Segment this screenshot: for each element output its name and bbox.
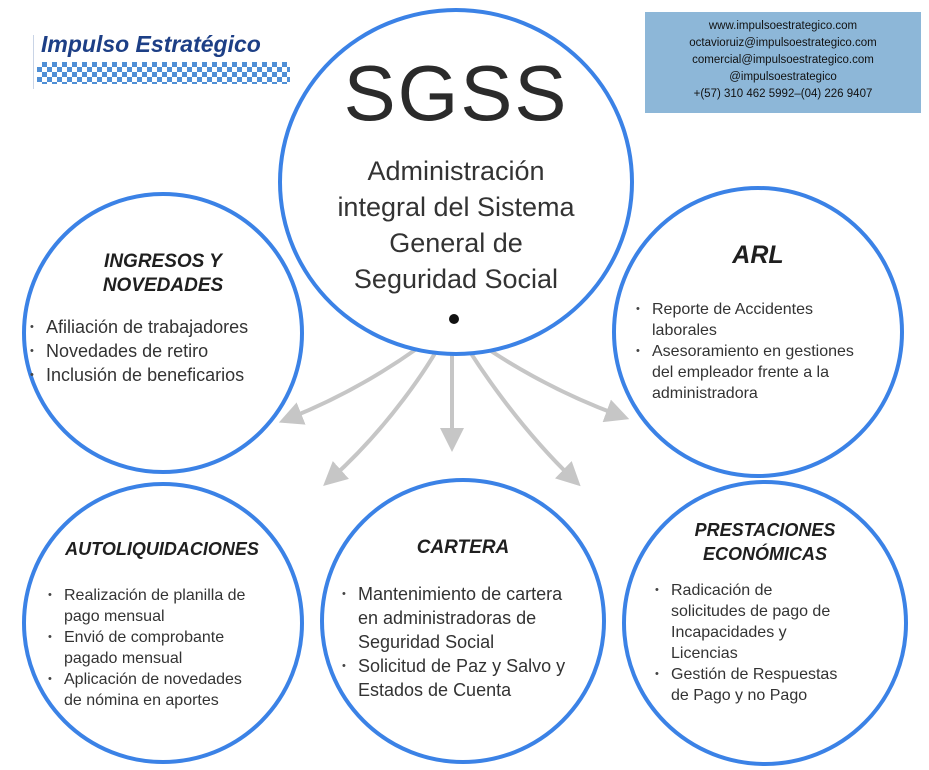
list-item-line: del empleador frente a la bbox=[652, 364, 829, 381]
hub-dot bbox=[449, 314, 459, 324]
list-item: Inclusión de beneficarios bbox=[30, 363, 298, 387]
list-item-line: Gestión de Respuestas bbox=[671, 666, 838, 683]
ingresos-list: Afiliación de trabajadores Novedades de … bbox=[30, 315, 298, 387]
logo-text: Impulso Estratégico bbox=[41, 31, 261, 57]
list-item-line: Asesoramiento en gestiones bbox=[652, 343, 854, 360]
list-item-line: Mantenimiento de cartera bbox=[358, 584, 563, 604]
autoliquidaciones-title: AUTOLIQUIDACIONES bbox=[65, 539, 259, 559]
list-item-line: Estados de Cuenta bbox=[358, 680, 512, 700]
list-item-line: administradora bbox=[652, 385, 758, 402]
center-subtitle-line: integral del Sistema bbox=[337, 192, 575, 222]
list-item-line: de nómina en aportes bbox=[64, 692, 219, 709]
contact-email-2: comercial@impulsoestrategico.com bbox=[692, 54, 874, 66]
ingresos-title-line: NOVEDADES bbox=[102, 275, 224, 296]
list-item-line: Radicación de bbox=[671, 582, 773, 599]
list-item: Radicación de solicitudes de pago de Inc… bbox=[655, 580, 891, 664]
list-item-line: Solicitud de Paz y Salvo y bbox=[358, 656, 566, 676]
list-item-line: Realización de planilla de bbox=[64, 587, 246, 604]
logo-divider bbox=[33, 35, 34, 89]
list-item-line: de Pago y no Pago bbox=[671, 687, 808, 704]
contact-website: www.impulsoestrategico.com bbox=[708, 20, 858, 32]
center-subtitle-line: General de bbox=[389, 228, 523, 258]
list-item-line: laborales bbox=[652, 322, 717, 339]
list-item: Solicitud de Paz y Salvo y Estados de Cu… bbox=[342, 654, 600, 702]
prestaciones-title-line: ECONÓMICAS bbox=[702, 544, 827, 564]
center-circle bbox=[278, 8, 634, 356]
arl-title: ARL bbox=[732, 241, 784, 269]
list-item-line: Reporte de Accidentes bbox=[652, 301, 813, 318]
list-item: Asesoramiento en gestiones del empleador… bbox=[636, 341, 898, 404]
contact-phone: +(57) 310 462 5992–(04) 226 9407 bbox=[693, 88, 873, 100]
list-item-line: Aplicación de novedades bbox=[64, 671, 242, 688]
list-item: Envió de comprobante pagado mensual bbox=[48, 627, 288, 669]
company-logo: Impulso Estratégico bbox=[33, 27, 290, 89]
list-item-line: solicitudes de pago de bbox=[671, 603, 831, 620]
center-title: SGSS bbox=[343, 49, 569, 137]
contact-social: @impulsoestrategico bbox=[729, 71, 837, 83]
list-item-line: pago mensual bbox=[64, 608, 165, 625]
logo-checker-pattern bbox=[37, 62, 290, 84]
prestaciones-title-line: PRESTACIONES bbox=[694, 520, 836, 540]
ingresos-title-line: INGRESOS Y bbox=[104, 251, 222, 272]
list-item-line: Envió de comprobante bbox=[64, 629, 225, 646]
list-item: Aplicación de novedades de nómina en apo… bbox=[48, 669, 288, 711]
list-item-line: Incapacidades y bbox=[671, 624, 787, 641]
prestaciones-title: PRESTACIONES ECONÓMICAS bbox=[660, 518, 870, 566]
cartera-list: Mantenimiento de cartera en administrado… bbox=[342, 582, 600, 702]
list-item: Realización de planilla de pago mensual bbox=[48, 585, 288, 627]
list-item: Mantenimiento de cartera en administrado… bbox=[342, 582, 600, 654]
center-subtitle-line: Seguridad Social bbox=[353, 264, 559, 294]
list-item: Afiliación de trabajadores bbox=[30, 315, 298, 339]
list-item: Novedades de retiro bbox=[30, 339, 298, 363]
list-item-line: pagado mensual bbox=[64, 650, 183, 667]
list-item-line: Seguridad Social bbox=[358, 632, 495, 652]
list-item-line: Licencias bbox=[671, 645, 738, 662]
arl-list: Reporte de Accidentes laborales Asesoram… bbox=[636, 299, 898, 404]
ingresos-title: INGRESOS Y NOVEDADES bbox=[52, 250, 274, 298]
autoliquidaciones-list: Realización de planilla de pago mensual … bbox=[48, 585, 288, 711]
prestaciones-list: Radicación de solicitudes de pago de Inc… bbox=[655, 580, 891, 706]
center-subtitle: Administración integral del Sistema Gene… bbox=[303, 153, 609, 297]
cartera-title: CARTERA bbox=[416, 537, 510, 558]
contact-box: www.impulsoestrategico.com octavioruiz@i… bbox=[645, 12, 921, 113]
center-subtitle-line: Administración bbox=[367, 156, 545, 186]
list-item: Gestión de Respuestas de Pago y no Pago bbox=[655, 664, 891, 706]
list-item-line: en administradoras de bbox=[358, 608, 537, 628]
contact-email-1: octavioruiz@impulsoestrategico.com bbox=[689, 37, 877, 49]
list-item: Reporte de Accidentes laborales bbox=[636, 299, 898, 341]
